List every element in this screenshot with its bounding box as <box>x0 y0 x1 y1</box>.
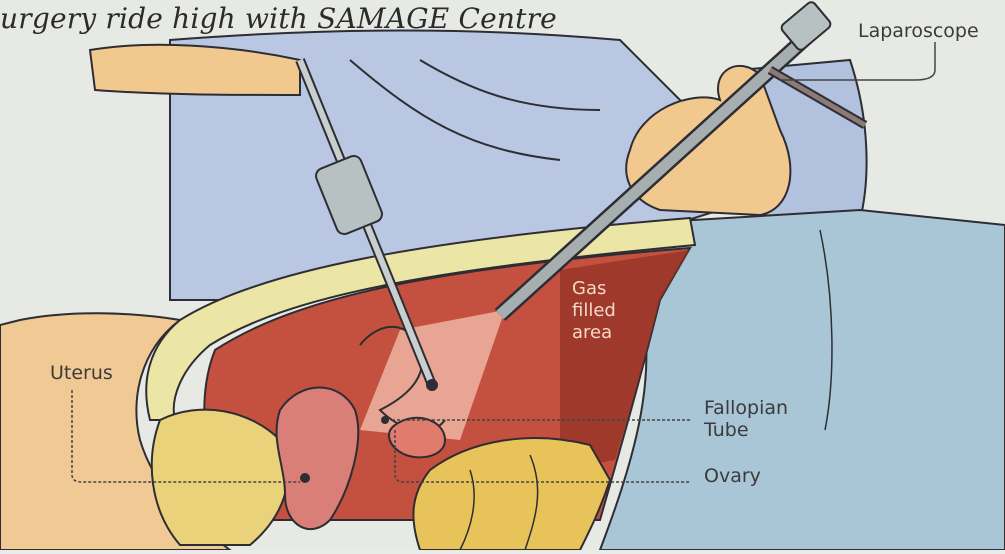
label-fallopian-line-2: Tube <box>704 419 788 441</box>
label-fallopian-tube: Fallopian Tube <box>704 397 788 441</box>
label-uterus: Uterus <box>50 362 113 384</box>
instrument-left-tip <box>426 379 438 391</box>
uterus-point <box>300 473 310 483</box>
pelvic-fat <box>152 410 288 545</box>
article-headline: urgery ride high with SAMAGE Centre <box>0 2 557 35</box>
tube-point <box>381 416 389 424</box>
label-gas-line-2: filled <box>572 300 616 322</box>
label-laparoscope: Laparoscope <box>858 20 979 42</box>
label-gas-line-3: area <box>572 322 616 344</box>
label-gas-line-1: Gas <box>572 278 616 300</box>
label-gas-filled-area: Gas filled area <box>572 278 616 344</box>
label-ovary: Ovary <box>704 465 761 487</box>
label-fallopian-line-1: Fallopian <box>704 397 788 419</box>
